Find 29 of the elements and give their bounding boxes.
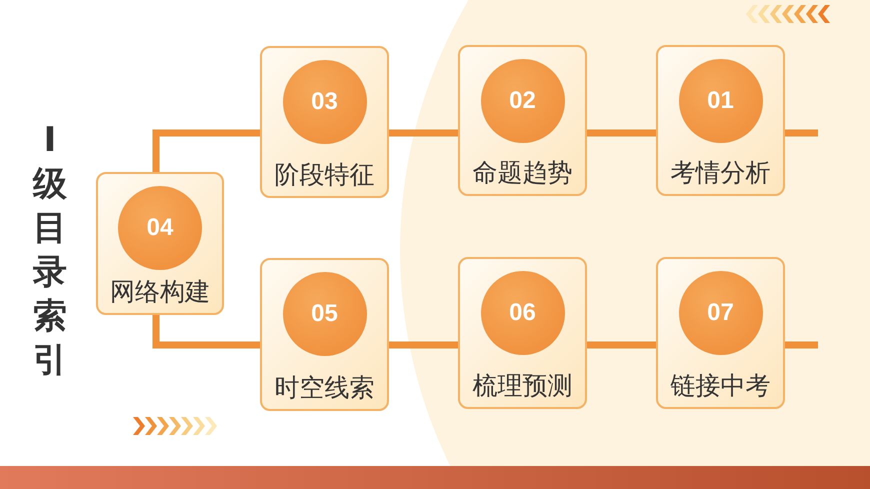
card-label: 链接中考 — [670, 371, 772, 401]
card-label: 梳理预测 — [472, 371, 574, 401]
connector-line — [389, 342, 458, 348]
menu-card — [96, 172, 224, 315]
number-circle: 03 — [282, 60, 366, 144]
connector-line — [152, 130, 260, 172]
card-label: 网络构建 — [109, 277, 211, 307]
card-label: 时空线索 — [274, 373, 376, 403]
number-circle: 02 — [480, 59, 564, 143]
menu-card — [260, 258, 389, 411]
number-circle: 01 — [678, 59, 762, 143]
menu-card — [458, 257, 587, 409]
connector-line — [785, 342, 818, 348]
connector-line — [389, 130, 458, 136]
menu-card — [656, 45, 785, 196]
number-circle: 05 — [282, 272, 366, 356]
menu-card — [260, 46, 389, 198]
connector-line — [785, 130, 818, 136]
card-label: 阶段特征 — [274, 160, 376, 190]
title: I级目录索引 — [32, 119, 68, 382]
connector-line — [587, 342, 656, 348]
number-circle: 04 — [118, 186, 202, 270]
card-label: 考情分析 — [670, 158, 772, 188]
menu-card — [656, 257, 785, 409]
card-label: 命题趋势 — [472, 158, 574, 188]
number-circle: 07 — [678, 271, 762, 355]
menu-card — [458, 45, 587, 196]
number-circle: 06 — [480, 271, 564, 355]
connector-line — [587, 130, 656, 136]
